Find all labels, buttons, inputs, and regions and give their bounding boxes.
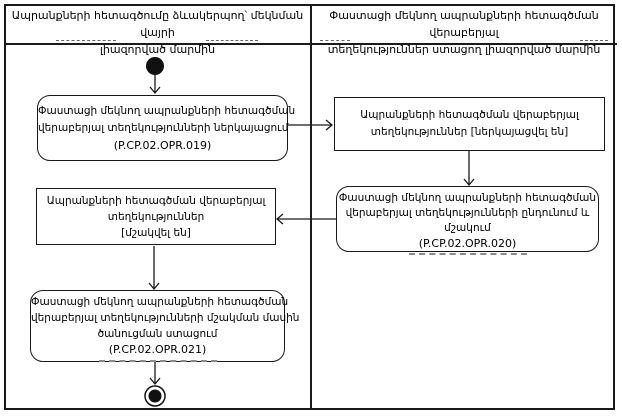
- strikethrough-remnant: [206, 38, 258, 41]
- swimlane-divider: [310, 4, 312, 410]
- lane-header-right-line1: Փաստացի մեկնող ապրանքների հետագծման վերա…: [329, 9, 599, 39]
- state-box-info-submitted: Ապրանքների հետագծման վերաբերյալ տեղեկութ…: [334, 97, 605, 151]
- strikethrough-remnant: [408, 251, 527, 255]
- strikethrough-remnant: [98, 358, 217, 362]
- box1-process-code: (P.CP.02.OPR.019): [113, 139, 212, 152]
- activity-box-submit-traceability-info: Փաստացի մեկնող ապրանքների հետագծման վերա…: [37, 95, 296, 161]
- box5-line3: ծանուցման ստացում: [97, 328, 218, 340]
- box3-line2: վերաբերյալ տեղեկությունների ընդունում և: [345, 207, 590, 219]
- lane-header-left-line1: Ապրանքների հետագծումը ձևակերպող՝ մեկնման…: [11, 9, 304, 39]
- box4-line3: [մշակվել են]: [121, 227, 191, 239]
- state-box-info-processed: Ապրանքների հետագծման վերաբերյալ տեղեկութ…: [36, 188, 276, 245]
- lane-header-right-line2: տեղեկություններ ստացող լիազորված մարմին: [327, 43, 601, 56]
- box3-line3: մշակում: [444, 222, 491, 234]
- strikethrough-remnant: [56, 38, 116, 41]
- lane-header-departure-authority: Ապրանքների հետագծումը ձևակերպող՝ մեկնման…: [8, 7, 307, 58]
- header-separator-line: [4, 43, 617, 45]
- strikethrough-remnant: [580, 38, 608, 41]
- box2-line2: տեղեկություններ [ներկայացվել են]: [370, 126, 569, 138]
- diagram-outer-border: [4, 4, 615, 410]
- lane-header-receiving-authority: Փաստացի մեկնող ապրանքների հետագծման վերա…: [315, 7, 613, 58]
- box3-process-code: (P.CP.02.OPR.020): [418, 237, 517, 250]
- box2-line1: Ապրանքների հետագծման վերաբերյալ: [360, 109, 579, 121]
- box4-line1: Ապրանքների հետագծման վերաբերյալ: [46, 195, 266, 207]
- box5-line1: Փաստացի մեկնող ապրանքների հետագծման: [31, 296, 289, 308]
- lane-header-left-line2: լիազորված մարմին: [99, 43, 216, 56]
- box5-process-code: (P.CP.02.OPR.021): [108, 343, 207, 356]
- activity-box-receive-processing-notification: Փաստացի մեկնող ապրանքների հետագծման վերա…: [30, 290, 300, 362]
- box3-line1: Փաստացի մեկնող ապրանքների հետագծման: [338, 192, 597, 204]
- activity-box-receive-process-info: Փաստացի մեկնող ապրանքների հետագծման վերա…: [336, 186, 599, 255]
- box4-line2: տեղեկություններ: [107, 211, 205, 223]
- box1-line1: Փաստացի մեկնող ապրանքների հետագծման: [38, 105, 296, 117]
- strikethrough-remnant: [320, 38, 350, 41]
- box1-line2: վերաբերյալ տեղեկությունների ներկայացում: [38, 122, 289, 134]
- box5-line2: վերաբերյալ տեղեկությունների մշակման մասի…: [31, 312, 300, 324]
